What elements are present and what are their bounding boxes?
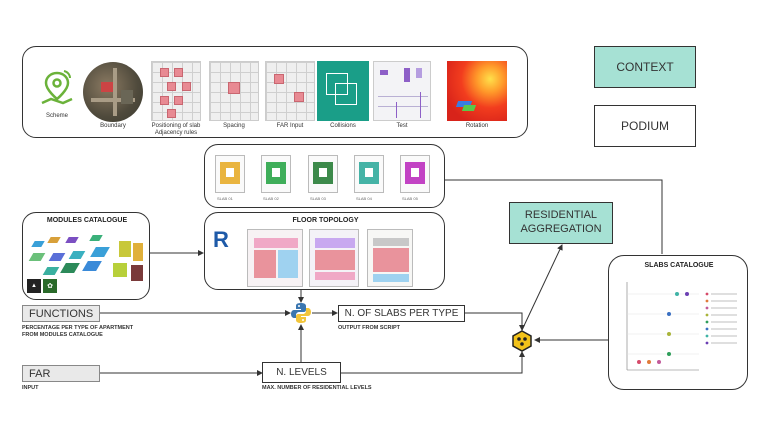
line-slabs-to-catalogue (445, 179, 663, 254)
item-label-collisions: Collisions (330, 123, 356, 129)
boundary-aerial-image (83, 62, 143, 122)
floor-topology-panel: FLOOR TOPOLOGY R (204, 212, 445, 290)
item-label-rotation: Rotation (465, 123, 489, 129)
python-icon (290, 302, 312, 324)
floor-plan-2 (309, 229, 359, 287)
arrow-slabs-to-aggregator (465, 312, 525, 331)
slab-type-2: SLAB 02 (257, 149, 301, 205)
floor-topology-title: FLOOR TOPOLOGY (292, 217, 359, 224)
parameters-panel: Scheme Boundary Positioning of slab Adja… (22, 46, 528, 138)
far-input-thumbnail (265, 61, 315, 121)
collisions-thumbnail (317, 61, 369, 121)
far-box: FAR (22, 365, 100, 382)
far-caption: INPUT (22, 385, 39, 391)
modules-catalogue-panel: MODULES CATALOGUE ▲ ✿ (22, 212, 150, 300)
item-label-test: Test (396, 123, 408, 129)
item-label-far-input: FAR Input (276, 123, 304, 129)
aggregator-hex-icon (511, 330, 533, 352)
item-label-spacing: Spacing (223, 123, 245, 129)
slabs-catalogue-title: SLABS CATALOGUE (644, 262, 714, 269)
podium-box: PODIUM (594, 105, 696, 147)
slabs-per-type-caption: OUTPUT FROM SCRIPT (338, 325, 401, 331)
residential-aggregation-box: RESIDENTIAL AGGREGATION (509, 202, 613, 244)
rotation-heatmap (447, 61, 507, 121)
arrow-aggregator-to-residential (521, 244, 563, 331)
positioning-thumbnail (151, 61, 201, 121)
levels-box: N. LEVELS (262, 362, 341, 383)
slabs-scatter-plot (626, 282, 737, 371)
arrow-levels-to-aggregator (341, 351, 525, 374)
slab-type-4: SLAB 04 (350, 149, 394, 205)
modules-catalogue-title: MODULES CATALOGUE (46, 217, 128, 224)
levels-caption: MAX. NUMBER OF RESIDENTIAL LEVELS (262, 385, 372, 391)
slabs-per-type-box: N. OF SLABS PER TYPE (338, 305, 465, 322)
revit-icon: R (213, 227, 229, 252)
item-label-boundary: Boundary (100, 123, 126, 129)
item-label-positioning: Positioning of slab Adjacency rules (151, 123, 201, 136)
leaf-plugin-icon: ✿ (43, 279, 57, 293)
context-box: CONTEXT (594, 46, 696, 88)
spacing-thumbnail (209, 61, 259, 121)
grasshopper-icon: ▲ (27, 279, 41, 293)
floor-plan-1 (247, 229, 303, 287)
slab-type-3: SLAB 03 (304, 149, 348, 205)
test-thumbnail (373, 61, 431, 121)
functions-caption: PERCENTAGE PER TYPE OF APARTMENT FROM MO… (22, 325, 134, 338)
functions-box: FUNCTIONS (22, 305, 100, 322)
map-pin-icon (39, 69, 75, 109)
slab-type-1: SLAB 01 (211, 149, 255, 205)
item-label-scheme: Scheme (45, 113, 68, 119)
floor-plan-3 (367, 229, 413, 287)
slab-type-5: SLAB 05 (396, 149, 440, 205)
slabs-catalogue-panel: SLABS CATALOGUE (608, 255, 748, 390)
slab-types-panel: SLAB 01 SLAB 02 SLAB 03 SLAB 04 SLAB 05 (204, 144, 445, 208)
